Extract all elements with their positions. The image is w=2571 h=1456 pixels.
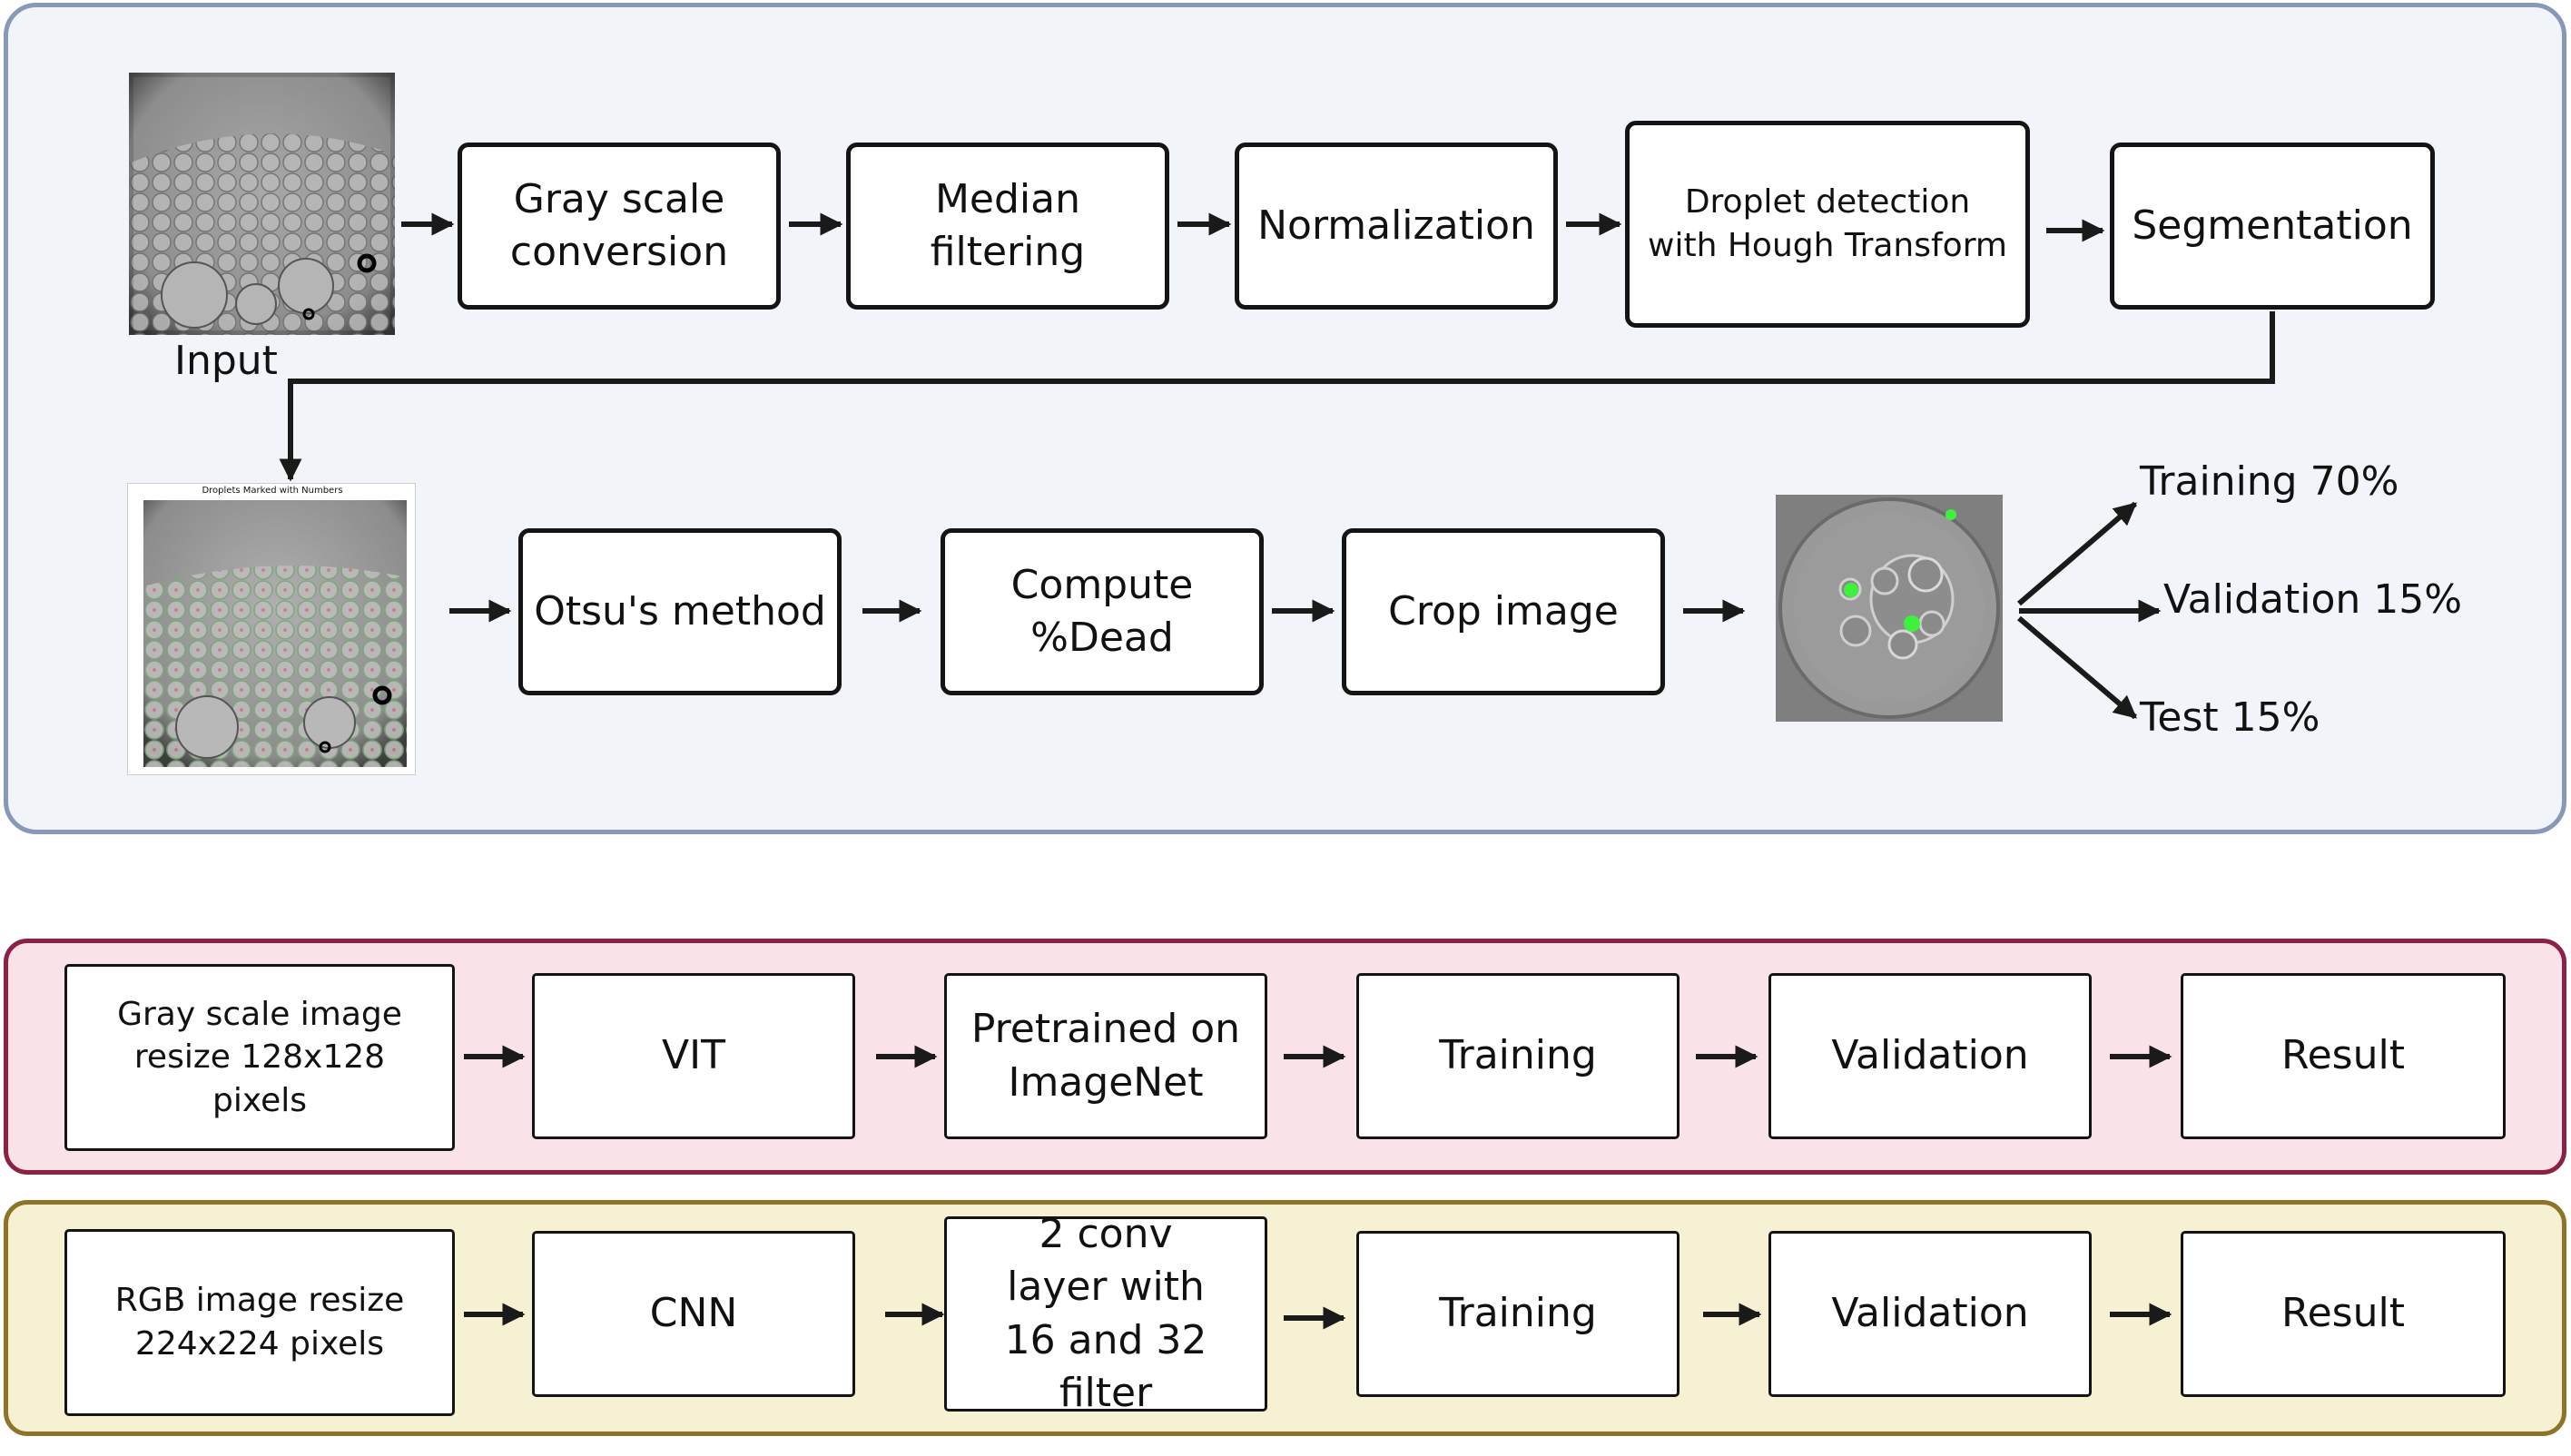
step-median-filtering: Median filtering xyxy=(846,143,1169,310)
cnn-model-box: CNN xyxy=(532,1231,855,1397)
cnn-conv-layers-box: 2 conv layer with 16 and 32 filter xyxy=(944,1211,1267,1416)
step-segmentation: Segmentation xyxy=(2110,143,2435,310)
vit-pretrained-box: Pretrained on ImageNet xyxy=(944,973,1267,1139)
vit-training-box: Training xyxy=(1356,973,1680,1139)
vit-model-box: VIT xyxy=(532,973,855,1139)
cnn-validation-box: Validation xyxy=(1768,1231,2092,1397)
split-test-label: Test 15% xyxy=(2140,694,2320,741)
cnn-training-box: Training xyxy=(1356,1231,1680,1397)
droplets-marked-title: Droplets Marked with Numbers xyxy=(202,486,343,496)
arrow-to-training xyxy=(2017,501,2137,606)
input-image xyxy=(129,73,395,335)
arrow-to-test xyxy=(2017,615,2137,720)
vit-result-box: Result xyxy=(2181,973,2506,1139)
preprocessing-panel xyxy=(4,3,2566,834)
vit-input-box: Gray scale image resize 128x128 pixels xyxy=(64,964,455,1151)
split-training-label: Training 70% xyxy=(2140,458,2399,505)
input-label: Input xyxy=(174,338,278,384)
step-crop-image: Crop image xyxy=(1342,528,1665,695)
step-gray-scale-conversion: Gray scale conversion xyxy=(458,143,781,310)
step-normalization: Normalization xyxy=(1235,143,1558,310)
cnn-input-box: RGB image resize 224x224 pixels xyxy=(64,1229,455,1416)
cnn-result-box: Result xyxy=(2181,1231,2506,1397)
step-compute-dead: Compute %Dead xyxy=(941,528,1264,695)
split-validation-label: Validation 15% xyxy=(2163,576,2463,623)
step-droplet-detection: Droplet detection with Hough Transform xyxy=(1625,121,2030,328)
step-otsu-method: Otsu's method xyxy=(518,528,842,695)
vit-validation-box: Validation xyxy=(1768,973,2092,1139)
arrow-seg-to-marked xyxy=(279,311,2275,482)
cropped-droplet-image xyxy=(1776,495,2003,722)
droplets-marked-image: Droplets Marked with Numbers xyxy=(127,483,416,775)
